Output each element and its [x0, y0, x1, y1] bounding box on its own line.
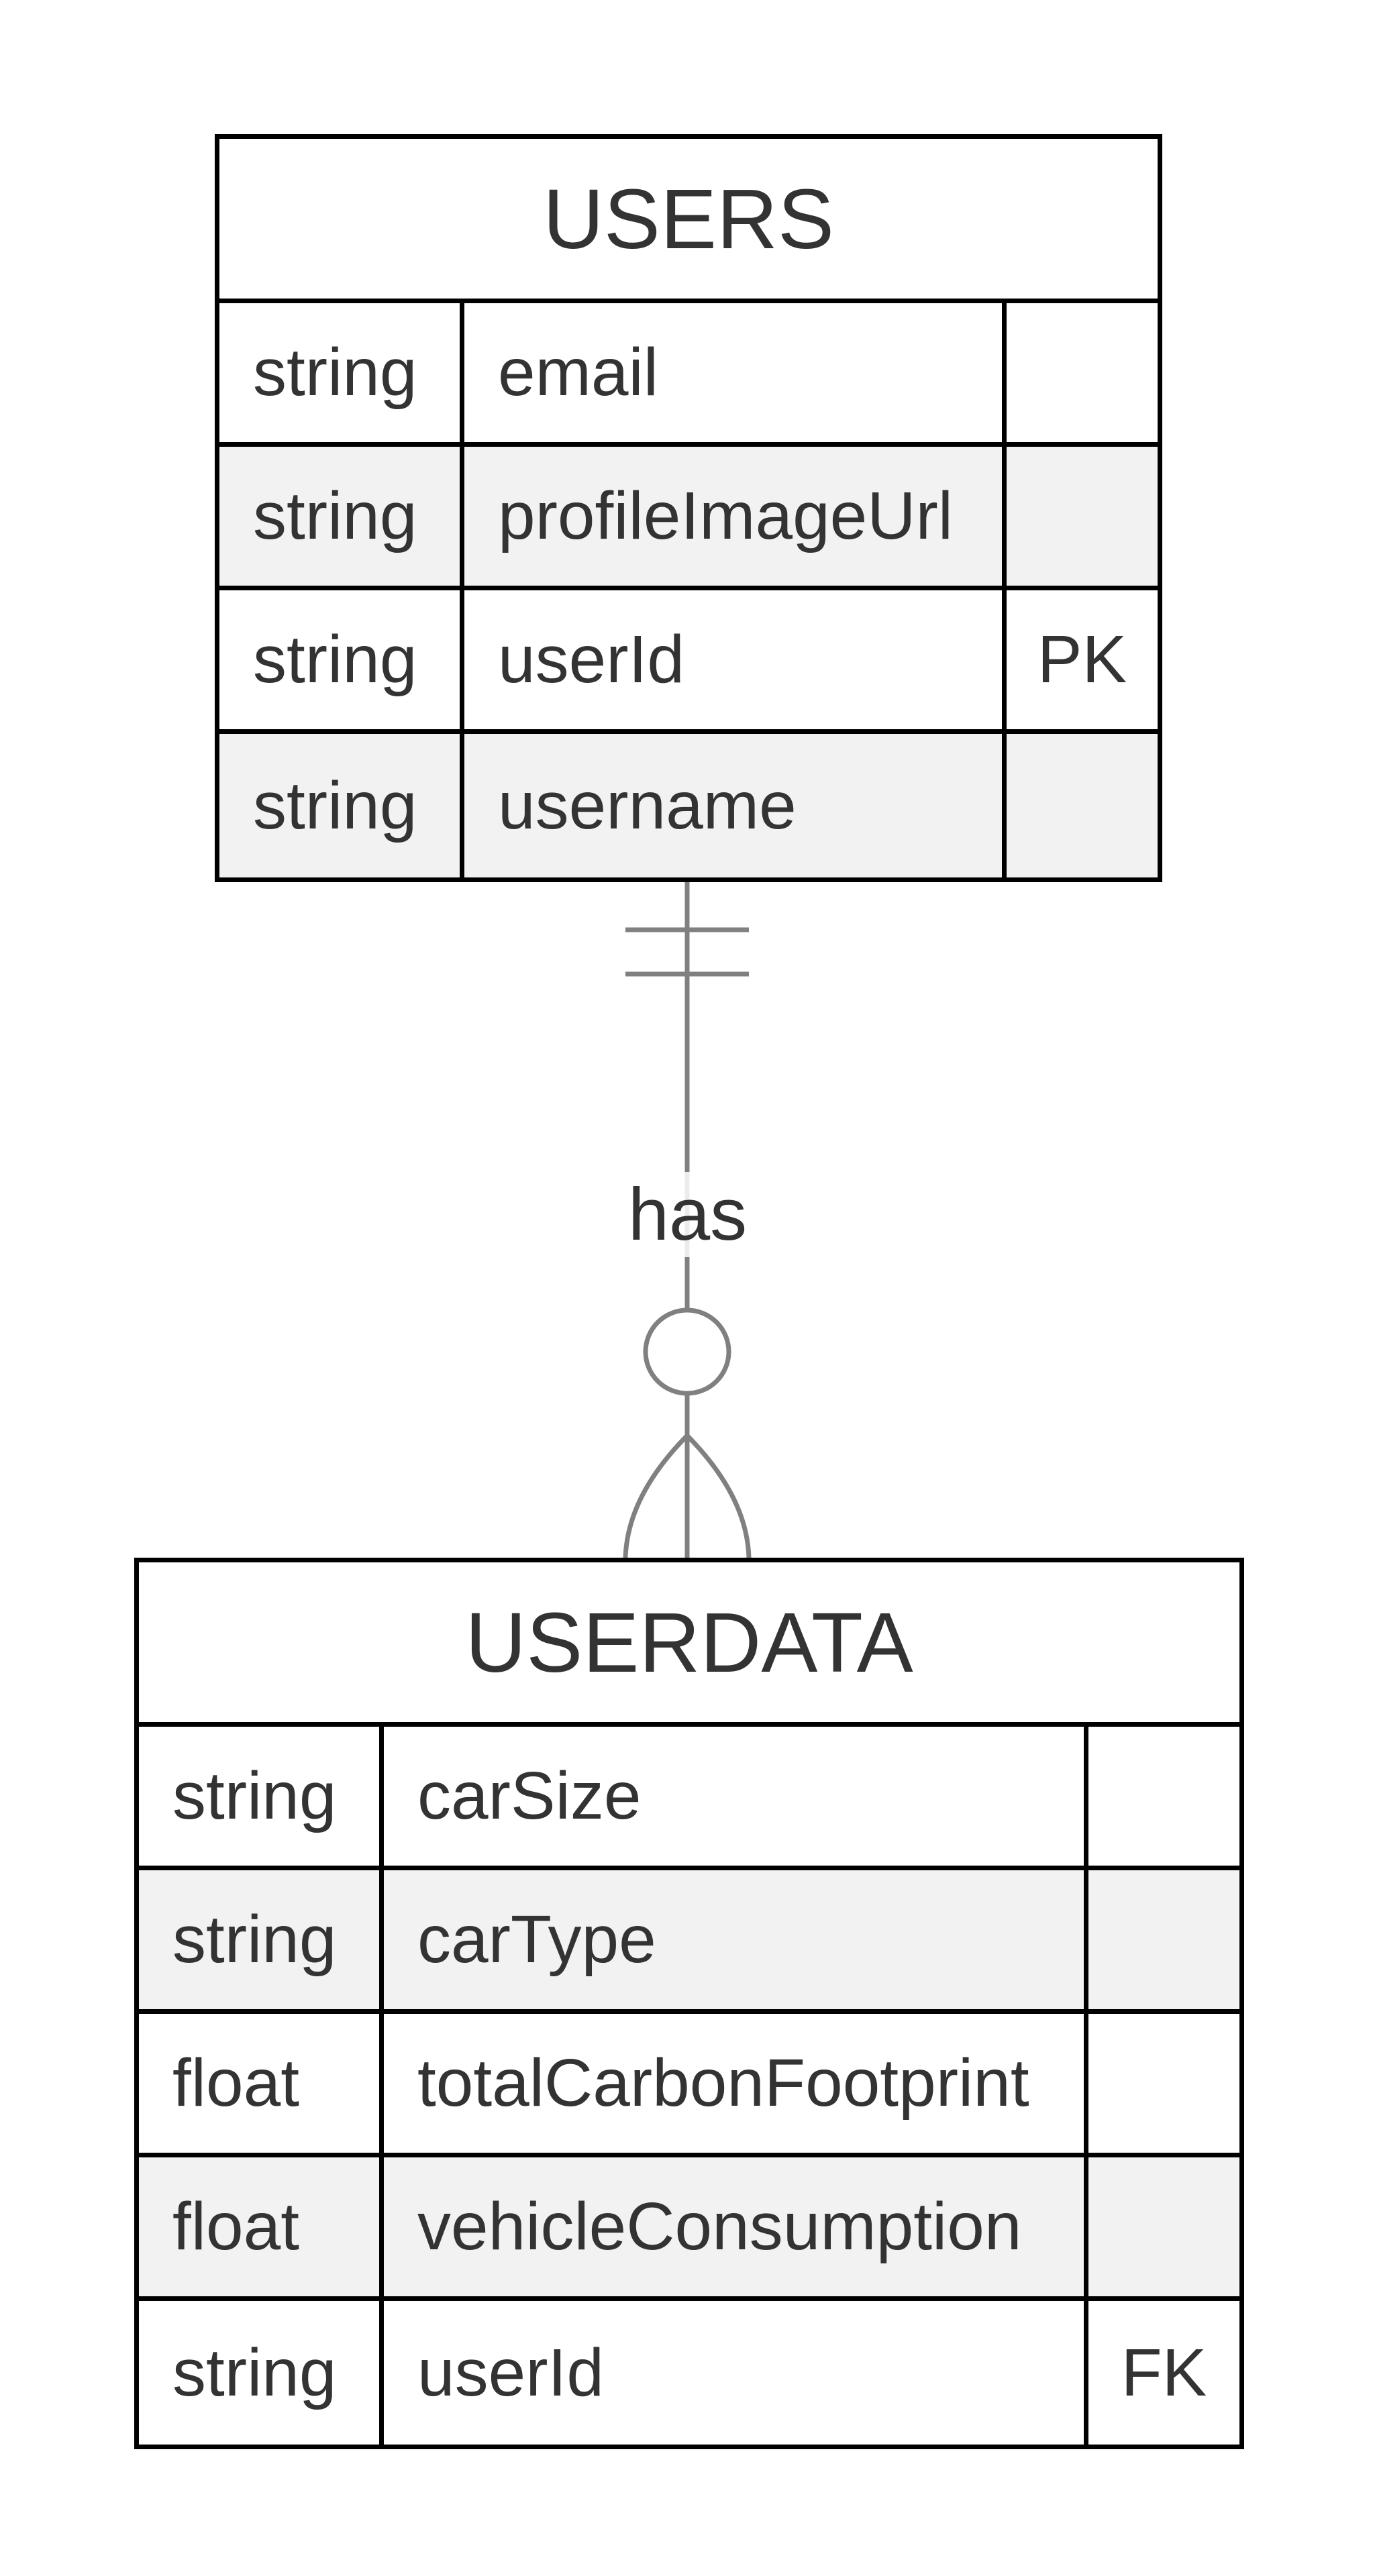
attribute-row: float totalCarbonFootprint [139, 2014, 1239, 2157]
attribute-row: string carType [139, 1870, 1239, 2014]
attribute-name: email [460, 303, 1002, 442]
attribute-name: carType [379, 1870, 1084, 2009]
attribute-key [1084, 2014, 1239, 2153]
attribute-type: float [172, 2189, 300, 2264]
attribute-name: totalCarbonFootprint [379, 2014, 1084, 2153]
attribute-row: string username [219, 734, 1158, 877]
attribute-type: string [253, 767, 417, 843]
crow-foot-right [685, 1434, 752, 1558]
entity-title-users: USERS [219, 139, 1158, 303]
attribute-type: string [253, 478, 417, 553]
attribute-key [1084, 2157, 1239, 2296]
attribute-name: profileImageUrl [460, 447, 1002, 586]
attribute-key [1084, 1727, 1239, 1866]
attribute-type: float [172, 2045, 300, 2121]
attribute-row: string userId FK [139, 2301, 1239, 2445]
attribute-name: userId [379, 2301, 1084, 2445]
attribute-name: carSize [379, 1727, 1084, 1866]
attribute-type: string [172, 1758, 337, 1833]
attribute-row: string carSize [139, 1727, 1239, 1870]
attribute-key [1002, 303, 1158, 442]
entity-users: USERS string email string profileImageUr… [215, 134, 1162, 882]
attribute-key [1002, 447, 1158, 586]
attribute-type: string [172, 2334, 337, 2410]
attribute-type: string [253, 622, 417, 697]
attribute-row: string userId PK [219, 590, 1158, 734]
crow-foot-left [623, 1434, 689, 1558]
attribute-name: username [460, 734, 1002, 877]
attribute-name: userId [460, 590, 1002, 729]
attribute-key: PK [1002, 590, 1158, 729]
attribute-type: string [172, 1902, 337, 1977]
attribute-key: FK [1084, 2301, 1239, 2445]
attribute-key [1084, 1870, 1239, 2009]
zero-optional-circle [643, 1307, 731, 1396]
attribute-key [1002, 734, 1158, 877]
attribute-row: string profileImageUrl [219, 447, 1158, 590]
attribute-row: string email [219, 303, 1158, 447]
attribute-name: vehicleConsumption [379, 2157, 1084, 2296]
entity-userdata: USERDATA string carSize string carType f… [134, 1558, 1244, 2449]
attribute-row: float vehicleConsumption [139, 2157, 1239, 2301]
attribute-type: string [253, 335, 417, 410]
entity-title-userdata: USERDATA [139, 1562, 1239, 1727]
